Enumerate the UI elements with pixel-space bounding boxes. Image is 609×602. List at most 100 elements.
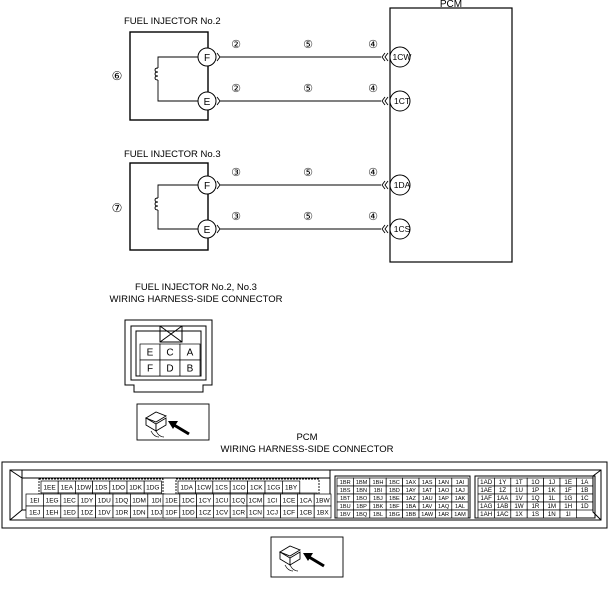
pcm-connector-cells: 1EE1EA1DW1DS1DO1DK1DG1EF1EB1DX1DT1DP1DL1… — [25, 477, 594, 519]
terminal-label: 1AG — [480, 503, 493, 510]
terminal-label: 1EE — [43, 484, 56, 491]
terminal-label: 1AX — [406, 480, 417, 486]
terminal-label: 1J — [549, 479, 556, 486]
terminal-label: 1DM — [132, 497, 146, 504]
terminal-label: 1CE — [283, 497, 296, 504]
terminal-label: 1EH — [46, 509, 59, 516]
terminal-label: 1AW — [421, 512, 434, 518]
terminal-label: 1DY — [81, 497, 94, 504]
terminal-label: 1CA — [299, 497, 312, 504]
terminal-label: 1AH — [480, 511, 492, 518]
injector3-coil — [154, 184, 207, 230]
terminal-label: 1E — [564, 479, 572, 486]
terminal-label: 1BW — [316, 497, 331, 504]
terminal-label: 1DD — [182, 509, 195, 516]
connector-cavity — [313, 505, 332, 519]
view-direction-icon — [136, 403, 210, 441]
pcm-pin-1da: 1DA — [394, 180, 411, 190]
injector2-pin-f — [197, 47, 217, 67]
terminal-label: 1BT — [340, 496, 351, 502]
connector-cavity — [179, 359, 201, 377]
terminal-label: 1BL — [373, 512, 383, 518]
terminal-label: 1AN — [438, 480, 449, 486]
pcm-terminals: 1CW 1CT 1DA 1CS — [389, 46, 411, 240]
terminal-label: 1DG — [146, 484, 159, 491]
terminal-label: 1U — [515, 487, 523, 494]
terminal-label: 1BQ — [356, 512, 368, 518]
terminal-label: F — [147, 364, 153, 375]
terminal-label: 1AV — [422, 504, 432, 510]
terminal-label: 1BX — [316, 509, 329, 516]
terminal-label: 1EA — [61, 484, 74, 491]
terminal-label: 1DI — [151, 497, 161, 504]
terminal-label: B — [187, 364, 194, 375]
terminal-label: 1CW — [197, 484, 212, 491]
injector2-ref: ⑥ — [112, 69, 123, 83]
terminal-label: E — [147, 348, 154, 359]
terminal-label: 1A — [581, 479, 589, 486]
connector-chevrons — [216, 52, 389, 234]
wire-mark-3-third: ③ — [231, 167, 241, 179]
injector3-box — [129, 162, 209, 251]
terminal-label: 1BS — [340, 488, 351, 494]
terminal-label: 1BY — [285, 484, 298, 491]
terminal-label: 1DU — [98, 497, 111, 504]
terminal-label: 1AM — [454, 512, 466, 518]
wire-mark-5-third: ⑤ — [303, 167, 313, 179]
terminal-label: 1CN — [249, 509, 262, 516]
terminal-label: 1BU — [340, 504, 351, 510]
injector3-pin-e — [197, 219, 217, 239]
terminal-label: 1DQ — [115, 497, 128, 504]
terminal-label: 1M — [547, 503, 556, 510]
wire-mark-4-bottom: ④ — [368, 211, 378, 223]
wire-markers: ② ⑤ ④ ② ⑤ ④ ③ ⑤ ④ ③ ⑤ ④ — [231, 39, 378, 223]
terminal-label: 1CF — [283, 509, 295, 516]
injector3-pin-e-label: E — [204, 225, 211, 236]
injector3-title: FUEL INJECTOR No.3 — [124, 149, 221, 160]
terminal-label: 1DA — [180, 484, 193, 491]
terminal-label: 1DR — [115, 509, 128, 516]
terminal-label: 1AI — [456, 480, 465, 486]
terminal-label: 1F — [565, 487, 572, 494]
terminal-label: 1P — [532, 487, 540, 494]
terminal-label: A — [187, 348, 194, 359]
injector2-pin-f-label: F — [204, 53, 210, 64]
pcm-block-b-hatch — [175, 478, 320, 508]
wire-mark-2-second: ② — [231, 83, 241, 95]
terminal-label: 1AD — [480, 479, 493, 486]
injector2-box — [129, 31, 209, 121]
pcm-pin-1ct: 1CT — [394, 96, 410, 106]
injector-connector-title-2: WIRING HARNESS-SIDE CONNECTOR — [110, 294, 283, 305]
wire-mark-4-second: ④ — [368, 83, 378, 95]
terminal-label: 1DN — [133, 509, 146, 516]
wire-mark-2-top: ② — [231, 39, 241, 51]
terminal-label: 1Y — [499, 479, 507, 486]
terminal-label: 1EI — [30, 497, 40, 504]
terminal-label: 1AK — [455, 496, 466, 502]
terminal-label: 1BB — [406, 512, 417, 518]
terminal-label: 1BR — [340, 480, 351, 486]
terminal-label: 1CQ — [232, 497, 245, 504]
terminal-label: 1X — [515, 511, 523, 518]
terminal-label: 1AS — [422, 480, 433, 486]
terminal-label: 1CI — [267, 497, 277, 504]
terminal-label: 1BF — [389, 504, 400, 510]
terminal-label: 1CM — [249, 497, 263, 504]
injector3-pin-f — [197, 175, 217, 195]
connector-cavity — [559, 509, 577, 519]
terminal-label: 1AZ — [406, 496, 417, 502]
pcm-connector-title-1: PCM — [296, 432, 317, 443]
terminal-label: 1EC — [63, 497, 76, 504]
terminal-label: 1Q — [531, 495, 539, 502]
terminal-label: 1BP — [356, 504, 367, 510]
terminal-label: 1BD — [389, 488, 400, 494]
terminal-label: 1O — [531, 479, 539, 486]
terminal-label: 1DV — [98, 509, 111, 516]
terminal-label: 1DZ — [81, 509, 93, 516]
terminal-label: 1CO — [232, 484, 245, 491]
terminal-label: 1H — [564, 503, 572, 510]
terminal-label: C — [166, 348, 173, 359]
terminal-label: 1DJ — [151, 509, 163, 516]
terminal-label: 1I — [566, 511, 571, 518]
injector2-coil — [154, 56, 207, 102]
